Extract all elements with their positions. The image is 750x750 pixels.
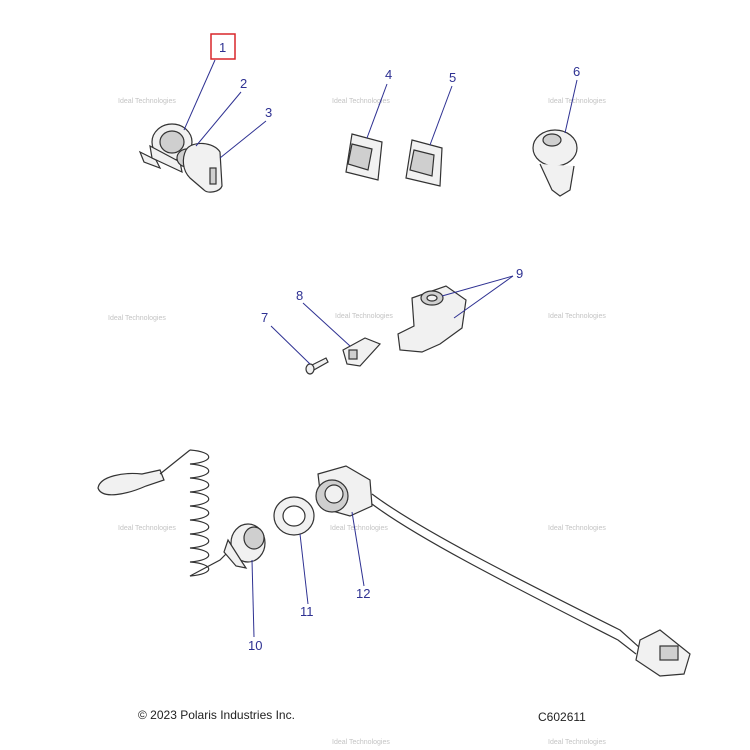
callout-number-2[interactable]: 2 — [240, 76, 247, 91]
watermark: Ideal Technologies — [548, 313, 606, 320]
rocker-switch-part[interactable] — [345, 133, 383, 181]
watermark: Ideal Technologies — [332, 739, 390, 746]
tether-switch-part[interactable] — [315, 465, 691, 677]
mount-bracket-part[interactable] — [397, 285, 467, 353]
callout-number-10[interactable]: 10 — [248, 638, 262, 653]
watermark: Ideal Technologies — [548, 525, 606, 532]
callout-number-4[interactable]: 4 — [385, 67, 392, 82]
rocker-switch-part[interactable] — [405, 139, 443, 187]
leader-lines — [183, 59, 578, 638]
screw-part[interactable] — [305, 357, 329, 375]
watermark: Ideal Technologies — [548, 98, 606, 105]
callout-number-6[interactable]: 6 — [573, 64, 580, 79]
callout-number-5[interactable]: 5 — [449, 70, 456, 85]
figure-code: C602611 — [538, 710, 586, 724]
watermarks: Ideal Technologies Ideal Technologies Id… — [108, 98, 606, 746]
clip-part[interactable] — [342, 337, 382, 367]
callout-number-7[interactable]: 7 — [261, 310, 268, 325]
watermark: Ideal Technologies — [330, 525, 388, 532]
watermark: Ideal Technologies — [118, 525, 176, 532]
callout-highlight-box — [210, 33, 236, 60]
callout-number-8[interactable]: 8 — [296, 288, 303, 303]
callout-number-12[interactable]: 12 — [356, 586, 370, 601]
watermark: Ideal Technologies — [108, 315, 166, 322]
watermark: Ideal Technologies — [332, 98, 390, 105]
callout-number-3[interactable]: 3 — [265, 105, 272, 120]
watermark: Ideal Technologies — [118, 98, 176, 105]
callout-number-11[interactable]: 11 — [300, 604, 314, 619]
watermark: Ideal Technologies — [335, 313, 393, 320]
toggle-switch-part[interactable] — [532, 129, 578, 197]
key-part[interactable] — [182, 142, 223, 193]
callout-number-1[interactable]: 1 — [219, 40, 226, 55]
copyright-notice: © 2023 Polaris Industries Inc. — [138, 708, 295, 722]
nut-part[interactable] — [273, 496, 315, 536]
callout-numbers: 1 2 3 4 5 6 7 8 9 10 11 12 — [219, 40, 580, 653]
tether-lanyard-part[interactable] — [97, 449, 266, 577]
callout-number-9[interactable]: 9 — [516, 266, 523, 281]
watermark: Ideal Technologies — [548, 739, 606, 746]
